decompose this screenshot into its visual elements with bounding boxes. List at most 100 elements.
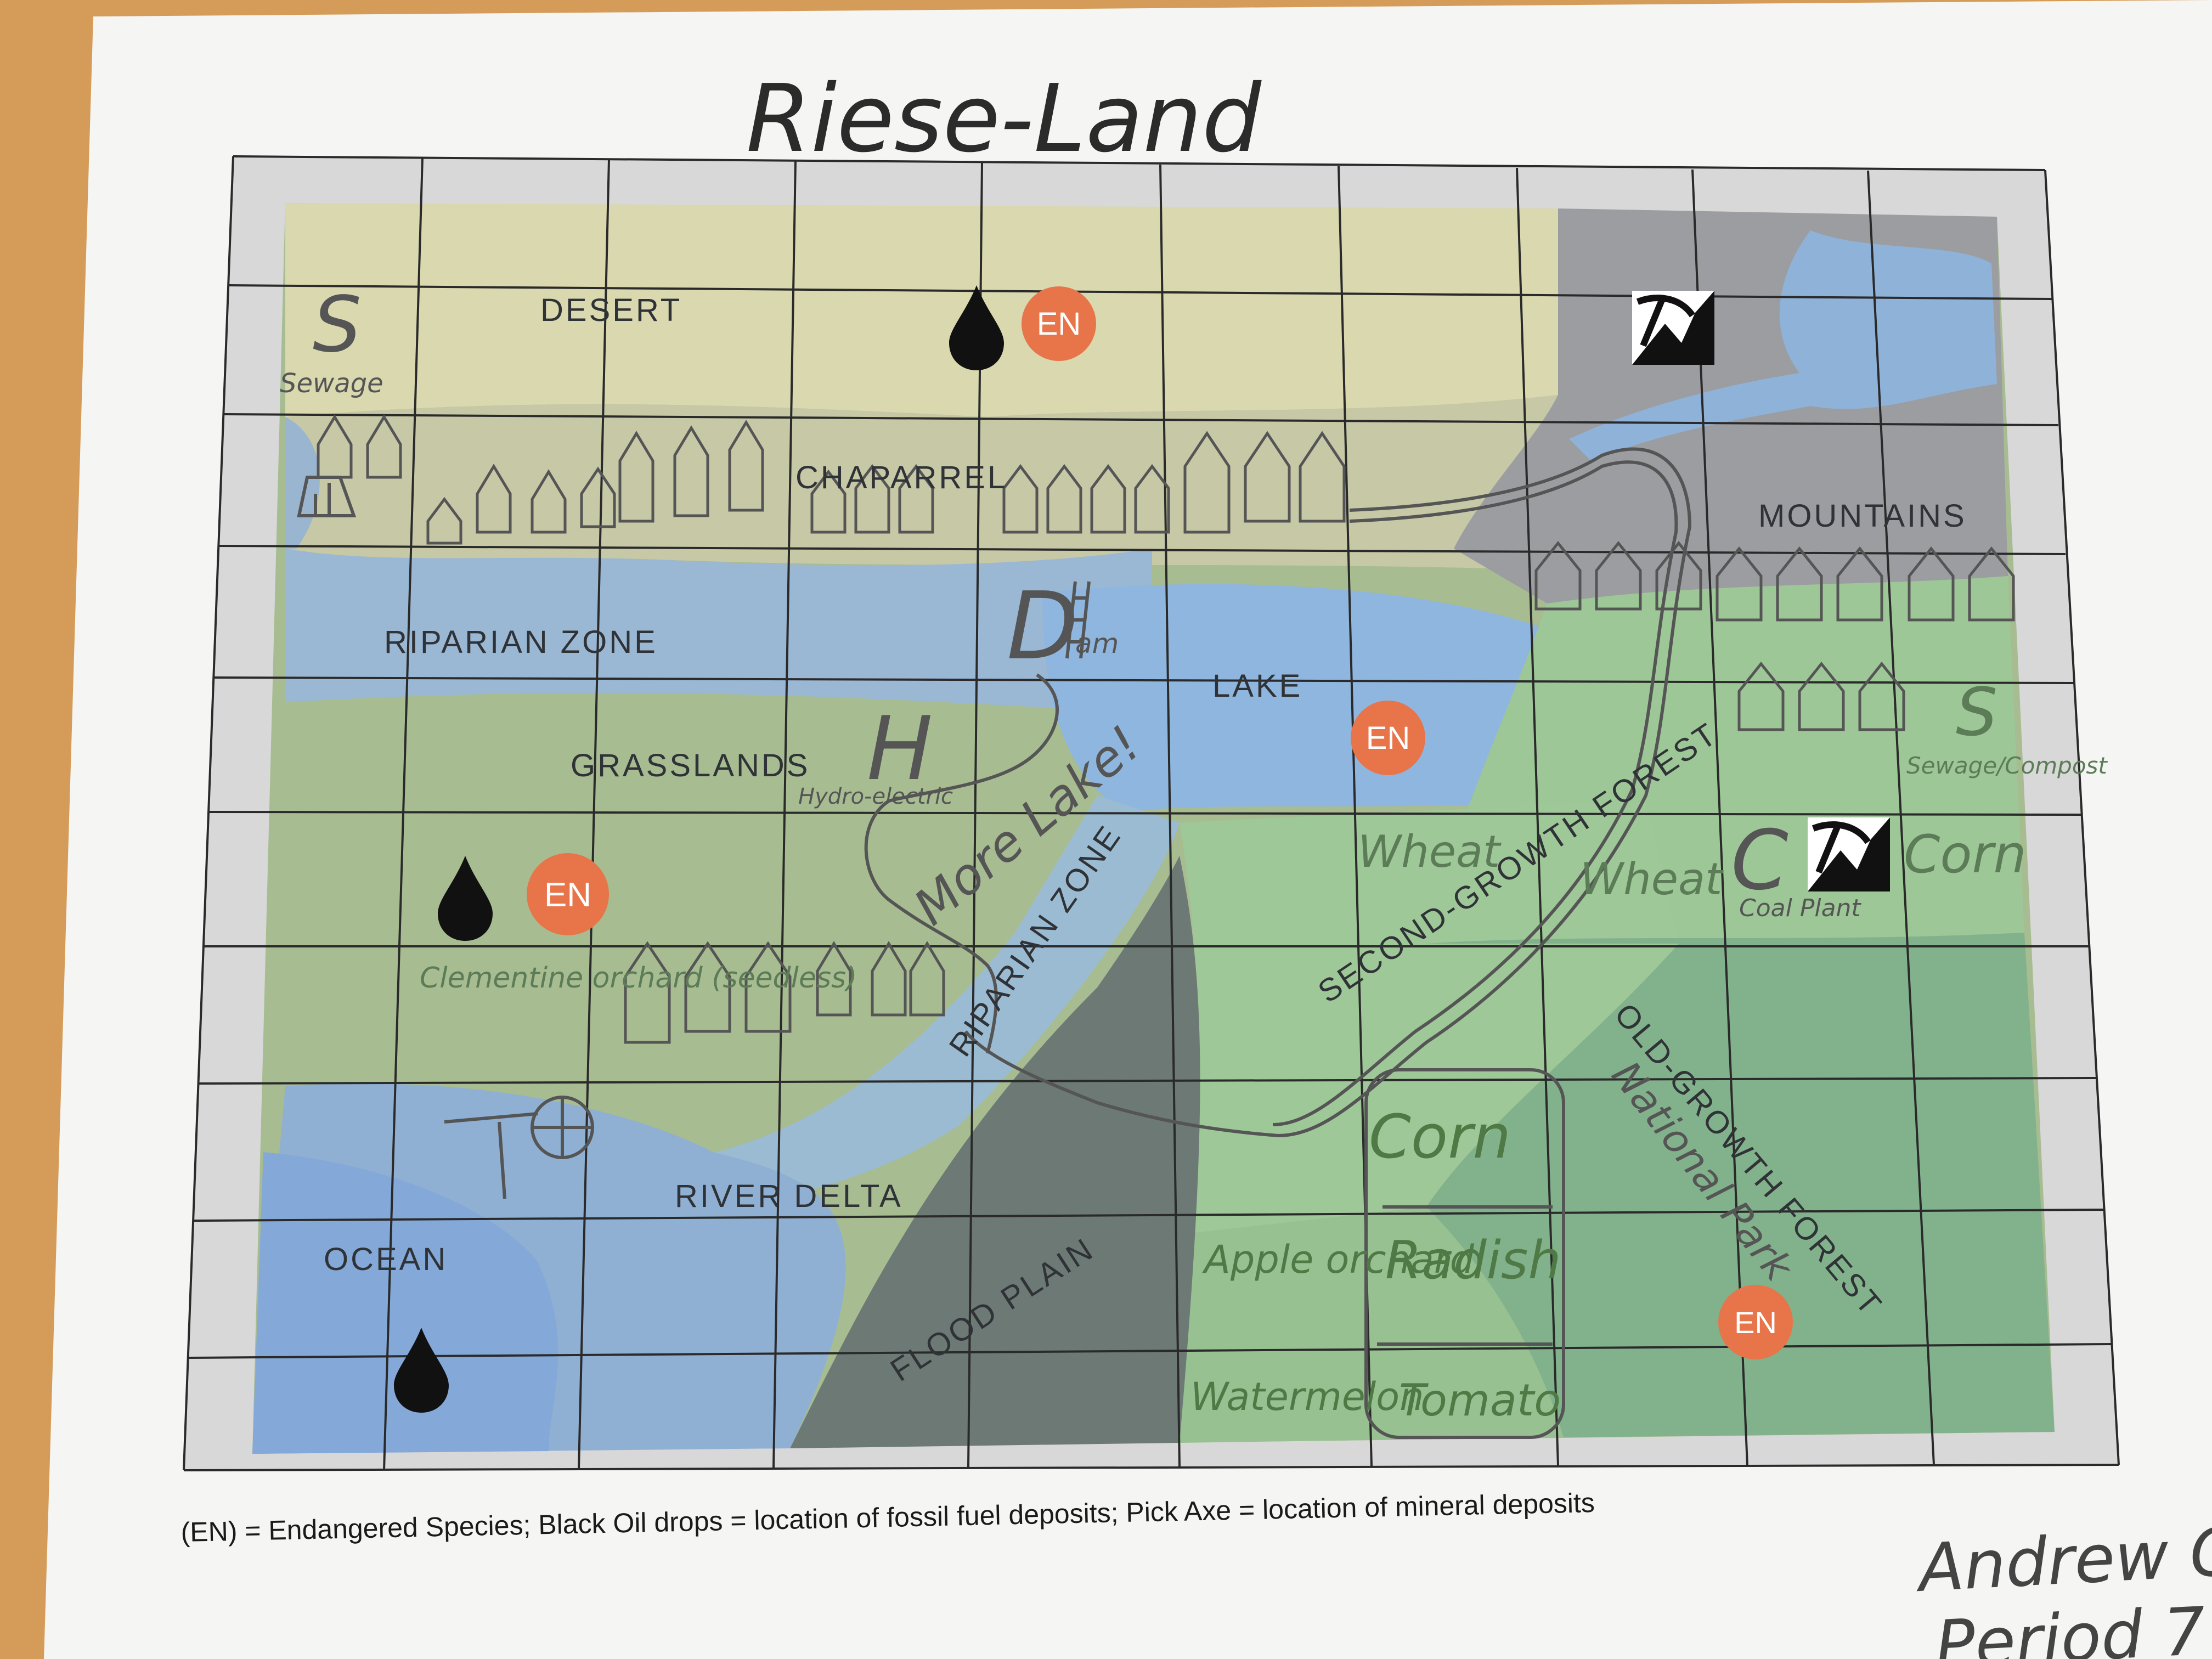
- en-badge-icon: [527, 853, 609, 935]
- tree-icon: [1134, 464, 1170, 534]
- en-marker: EN: [1022, 286, 1096, 361]
- sewage-plant-icon: [297, 476, 357, 517]
- pickaxe-mountain-icon: [1808, 817, 1890, 891]
- tree-icon: [317, 414, 353, 479]
- oil-drop-icon: [438, 856, 493, 941]
- hydro-letter: H: [867, 697, 933, 800]
- grid-line: [198, 1077, 2097, 1085]
- label-ocean: OCEAN: [324, 1242, 448, 1277]
- grid-line: [183, 1464, 2119, 1471]
- dam-letter: D: [1007, 572, 1079, 681]
- tree-icon: [1244, 431, 1291, 523]
- pickaxe-icon: [1636, 295, 1695, 347]
- wheat-label-2: Wheat: [1580, 854, 1724, 905]
- tree-icon: [426, 496, 462, 545]
- grid-line: [967, 162, 983, 1468]
- tree-icon: [816, 941, 852, 1017]
- en-badge-icon: [1351, 701, 1425, 775]
- sewage-letter: S: [313, 280, 362, 370]
- tree-icon: [1046, 464, 1082, 534]
- tree-icon: [624, 941, 671, 1044]
- en-badge-label: EN: [1037, 306, 1081, 342]
- tree-icon: [1858, 661, 1905, 731]
- pickaxe-mountain-icon: [1632, 291, 1714, 365]
- en-marker: EN: [527, 853, 609, 935]
- grid-line: [209, 811, 2083, 816]
- tree-icon: [1798, 661, 1845, 731]
- tree-icon: [1776, 546, 1823, 622]
- target-cross-icon: [532, 1097, 592, 1158]
- tomato-label: Tomato: [1399, 1375, 1561, 1426]
- riparian-south-region: [658, 795, 1180, 1207]
- pickaxe-icon: [1812, 821, 1871, 874]
- tree-icon: [1595, 540, 1642, 611]
- grid-line: [223, 413, 2059, 426]
- tree-icon: [898, 464, 934, 534]
- corn-east-label: Corn: [1904, 825, 2027, 885]
- en-markers: EN EN EN EN: [527, 286, 1793, 1359]
- farm-plot-outline: [1364, 1068, 1565, 1439]
- coal-letter: C: [1731, 813, 1788, 909]
- tree-icon: [854, 464, 890, 534]
- grid-line: [578, 159, 610, 1470]
- grid-line: [383, 157, 424, 1471]
- label-river-delta: RIVER DELTA: [675, 1178, 903, 1214]
- tree-icon: [728, 420, 764, 512]
- tree-icon: [366, 414, 402, 479]
- handwritten-annotations: S Sewage D am H Hydro-electric More Lake…: [280, 280, 2108, 1426]
- clementine-label: Clementine orchard (seedless): [420, 962, 857, 995]
- desert-region: [285, 203, 1564, 417]
- tree-icon: [1908, 546, 1955, 622]
- tree-icon: [1836, 546, 1883, 622]
- pencil-symbols: [297, 476, 1091, 1199]
- tree-icon: [673, 425, 709, 517]
- lake-region: [1042, 584, 1621, 812]
- tree-icon: [580, 466, 616, 528]
- apple-label: Apple orchard: [1202, 1237, 1475, 1282]
- label-riparian-north: RIPARIAN ZONE: [384, 624, 658, 660]
- tree-icon: [1737, 661, 1785, 731]
- label-lake: LAKE: [1212, 668, 1302, 704]
- label-chaparrel: CHAPARREL: [795, 460, 1007, 495]
- tree-icon: [1716, 546, 1763, 622]
- tree-icon: [871, 941, 907, 1017]
- road-double: [1272, 460, 1678, 1126]
- pencil-drawings: [864, 447, 1692, 1439]
- tree-icon: [476, 464, 512, 534]
- tree-icon: [1183, 431, 1231, 534]
- label-mountains: MOUNTAINS: [1758, 498, 1967, 534]
- grid-line: [218, 545, 2066, 555]
- grid-line: [213, 676, 2074, 684]
- sewage-compost-letter: S: [1956, 675, 1997, 751]
- page-title: Riese-Land: [746, 65, 1262, 173]
- tree-icon: [1655, 540, 1702, 611]
- map-grid: [183, 155, 2120, 1471]
- sewage-compost-label: Sewage/Compost: [1906, 752, 2108, 779]
- tree-icon: [1299, 431, 1346, 523]
- pickaxe-markers: [1632, 291, 1890, 891]
- tree-icon: [1090, 464, 1126, 534]
- en-badge-icon: [1022, 286, 1096, 361]
- road: [964, 447, 1692, 1138]
- en-badge-label: EN: [1734, 1305, 1777, 1340]
- grid-line: [1159, 164, 1181, 1467]
- grid-line: [1691, 169, 1748, 1466]
- coal-label: Coal Plant: [1739, 894, 1861, 922]
- pickaxe-marker: [1808, 817, 1890, 891]
- farmland-region: [1180, 1207, 1564, 1443]
- en-badge-label: EN: [1366, 720, 1410, 756]
- mountain-river: [1569, 230, 1997, 461]
- tree-icon: [744, 941, 792, 1033]
- radish-label: Radish: [1385, 1231, 1561, 1291]
- tree-icon: [618, 431, 654, 523]
- pickaxe-marker: [1632, 291, 1714, 365]
- tidal-tower-icon: [444, 1112, 538, 1199]
- grid-line: [1516, 167, 1559, 1466]
- old-growth-region: [1426, 933, 2055, 1437]
- grid-line: [187, 1343, 2113, 1359]
- en-marker: EN: [1351, 701, 1425, 775]
- corn-field-label: Corn: [1369, 1102, 1511, 1172]
- flood-plain-region: [790, 856, 1200, 1448]
- tree-rows: [317, 414, 2015, 1044]
